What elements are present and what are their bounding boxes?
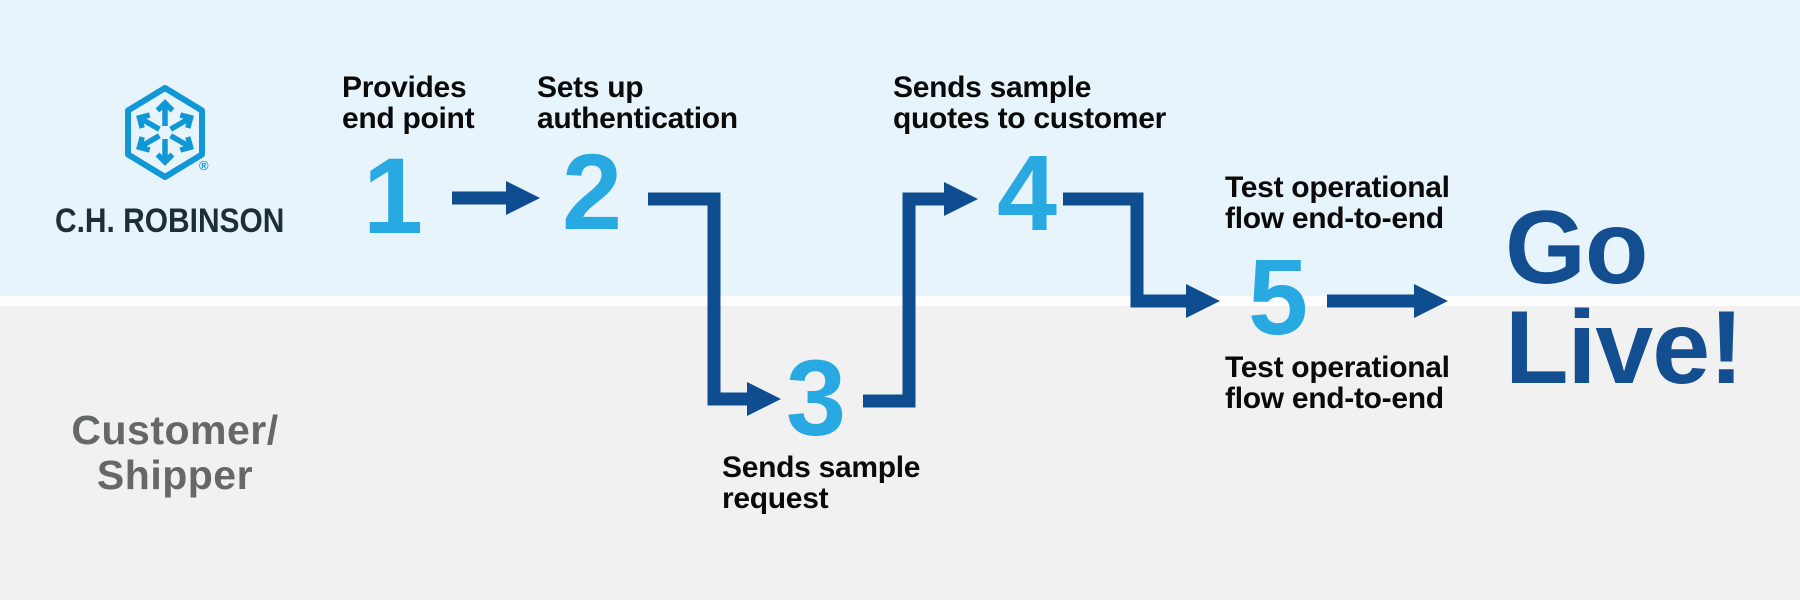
registered-trademark-symbol: ® [199, 158, 209, 173]
customer-label-line1: Customer/ [71, 407, 279, 453]
step3-number: 3 [785, 337, 847, 458]
step4-number: 4 [996, 132, 1058, 253]
arrow-2-to-3-icon [648, 192, 781, 416]
go-live-text: Go Live! [1505, 190, 1744, 406]
lane-chrobinson [0, 0, 1800, 296]
customer-label-line2: Shipper [96, 452, 254, 498]
step2-label: Sets up authentication [537, 71, 738, 135]
lane-customer [0, 306, 1800, 600]
step5-label-bottom: Test operational flow end-to-end [1225, 351, 1450, 415]
step3-label: Sends sample request [722, 451, 921, 515]
step1-label: Provides end point [342, 71, 475, 135]
step5-number: 5 [1247, 236, 1309, 357]
step5-label-top: Test operational flow end-to-end [1225, 171, 1450, 235]
lane-divider [0, 296, 1800, 306]
hexagon-arrows-logo-icon [125, 85, 205, 180]
brand-name: C.H. ROBINSON [55, 202, 285, 240]
step1-number: 1 [362, 135, 424, 256]
step4-label: Sends sample quotes to customer [893, 71, 1166, 135]
customer-lane-label: Customer/ Shipper [30, 408, 320, 498]
arrow-1-to-2-icon [452, 181, 540, 215]
arrow-4-to-5-icon [1063, 192, 1220, 318]
arrow-3-to-4-icon [863, 182, 978, 408]
arrow-5-to-golive-icon [1327, 284, 1448, 318]
step2-number: 2 [561, 131, 623, 252]
